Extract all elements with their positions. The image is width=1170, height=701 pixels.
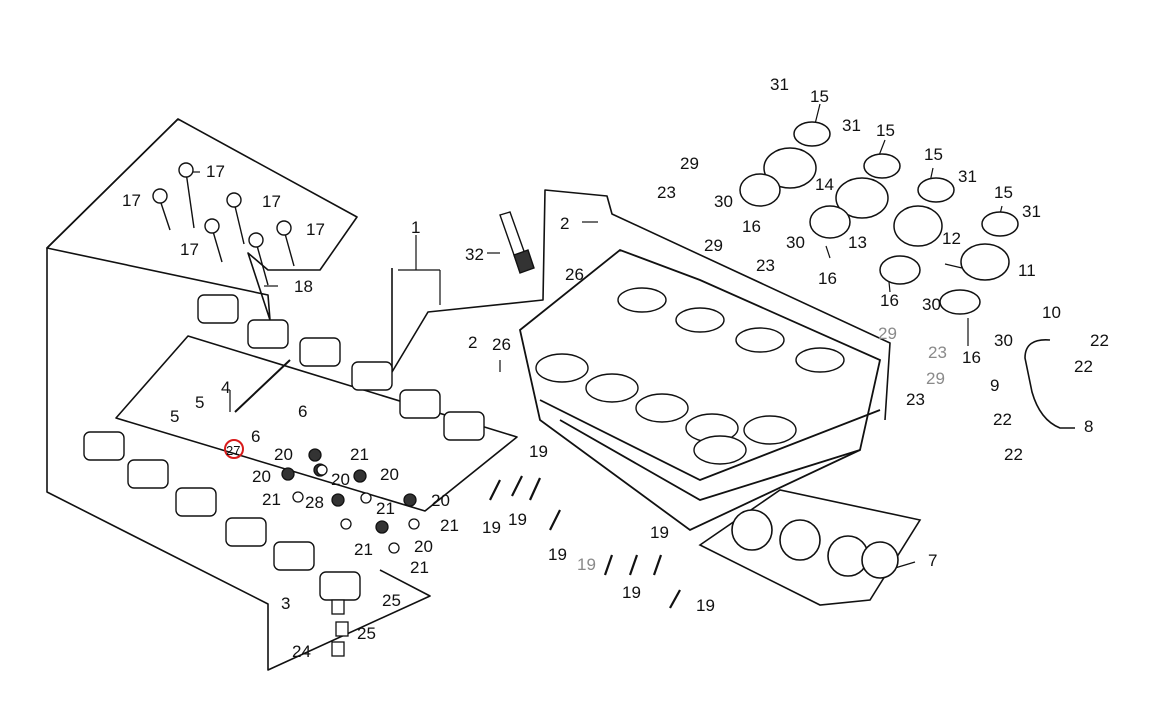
callout-19-b: 19	[482, 518, 501, 537]
callout-29-a: 29	[680, 154, 699, 173]
highlight-ring	[224, 439, 244, 459]
callout-21-d: 21	[440, 516, 459, 535]
callout-5-a: 5	[170, 407, 180, 426]
cylinder-head	[518, 248, 882, 532]
callout-19-c: 19	[508, 510, 527, 529]
camshaft-holder-outline	[46, 118, 431, 671]
callout-29-b: 29	[704, 236, 723, 255]
callout-17-d: 17	[306, 220, 325, 239]
callout-3: 3	[281, 594, 291, 613]
callout-31-b: 31	[842, 116, 861, 135]
callout-23-d: 23	[906, 390, 925, 409]
callout-21-b: 21	[262, 490, 281, 509]
callout-31-c: 31	[958, 167, 977, 186]
callout-25-b: 25	[357, 624, 376, 643]
callout-13: 13	[848, 233, 867, 252]
callout-28: 28	[305, 493, 324, 512]
camshaft-caps	[83, 294, 485, 601]
callout-23-c: 23	[928, 343, 947, 362]
rocker-arm-outline	[115, 335, 518, 512]
callout-20-b: 20	[252, 467, 271, 486]
head-bolts	[152, 162, 295, 286]
callout-7: 7	[928, 551, 938, 570]
callout-19-f: 19	[577, 555, 596, 574]
dowel-pins	[489, 475, 681, 609]
callout-25-a: 25	[382, 591, 401, 610]
callout-30-b: 30	[786, 233, 805, 252]
callout-16-a: 16	[742, 217, 761, 236]
callout-15-b: 15	[876, 121, 895, 140]
callout-31-a: 31	[770, 75, 789, 94]
callout-27: 27	[226, 443, 241, 458]
callout-17-b: 17	[122, 191, 141, 210]
callout-21-c: 21	[376, 499, 395, 518]
callout-24: 24	[292, 642, 311, 661]
callout-1: 1	[411, 218, 421, 237]
bolt-group-outline	[46, 118, 358, 321]
callout-17-c: 17	[262, 192, 281, 211]
callout-20-e: 20	[431, 491, 450, 510]
callout-6-a: 6	[298, 402, 308, 421]
head-gasket	[698, 489, 922, 606]
callout-4: 4	[221, 378, 231, 397]
callout-32: 32	[465, 245, 484, 264]
callout-30-d: 30	[994, 331, 1013, 350]
callout-6-b: 6	[251, 427, 261, 446]
callout-22-c: 22	[993, 410, 1012, 429]
callout-20-a: 20	[274, 445, 293, 464]
callout-29-c: 29	[878, 324, 897, 343]
callout-5-b: 5	[195, 393, 205, 412]
callout-19-h: 19	[696, 596, 715, 615]
callout-16-d: 16	[962, 348, 981, 367]
callout-14: 14	[815, 175, 834, 194]
callout-18: 18	[294, 277, 313, 296]
callout-19-d: 19	[548, 545, 567, 564]
callout-16-c: 16	[880, 291, 899, 310]
callout-29-d: 29	[926, 369, 945, 388]
rocker-parts	[234, 359, 420, 657]
callout-8: 8	[1084, 417, 1094, 436]
callout-12: 12	[942, 229, 961, 248]
callout-20-f: 20	[414, 537, 433, 556]
callout-21-a: 21	[350, 445, 369, 464]
callout-26-a: 26	[565, 265, 584, 284]
callout-16-b: 16	[818, 269, 837, 288]
callout-23-b: 23	[756, 256, 775, 275]
callout-22-d: 22	[1004, 445, 1023, 464]
callout-26-b: 26	[492, 335, 511, 354]
callout-17-e: 17	[180, 240, 199, 259]
callout-31-d: 31	[1022, 202, 1041, 221]
callout-20-c: 20	[331, 470, 350, 489]
oil-pipe	[1024, 339, 1075, 429]
callout-10: 10	[1042, 303, 1061, 322]
callout-19-g: 19	[622, 583, 641, 602]
callout-19-e: 19	[650, 523, 669, 542]
callout-22-a: 22	[1090, 331, 1109, 350]
callout-21-f: 21	[410, 558, 429, 577]
callout-15-d: 15	[994, 183, 1013, 202]
callout-22-b: 22	[1074, 357, 1093, 376]
callout-2-b: 2	[468, 333, 478, 352]
callout-2-a: 2	[560, 214, 570, 233]
callout-15-c: 15	[924, 145, 943, 164]
callout-15-a: 15	[810, 87, 829, 106]
spark-plug	[499, 211, 535, 274]
callout-20-d: 20	[380, 465, 399, 484]
callout-17-a: 17	[206, 162, 225, 181]
callout-21-e: 21	[354, 540, 373, 559]
callout-19-a: 19	[529, 442, 548, 461]
callout-11: 11	[1018, 261, 1036, 280]
cylinder-head-outline	[391, 189, 891, 421]
callout-30-c: 30	[922, 295, 941, 314]
callout-30-a: 30	[714, 192, 733, 211]
intake-boots	[739, 121, 1019, 315]
callout-23-a: 23	[657, 183, 676, 202]
callout-9: 9	[990, 376, 1000, 395]
